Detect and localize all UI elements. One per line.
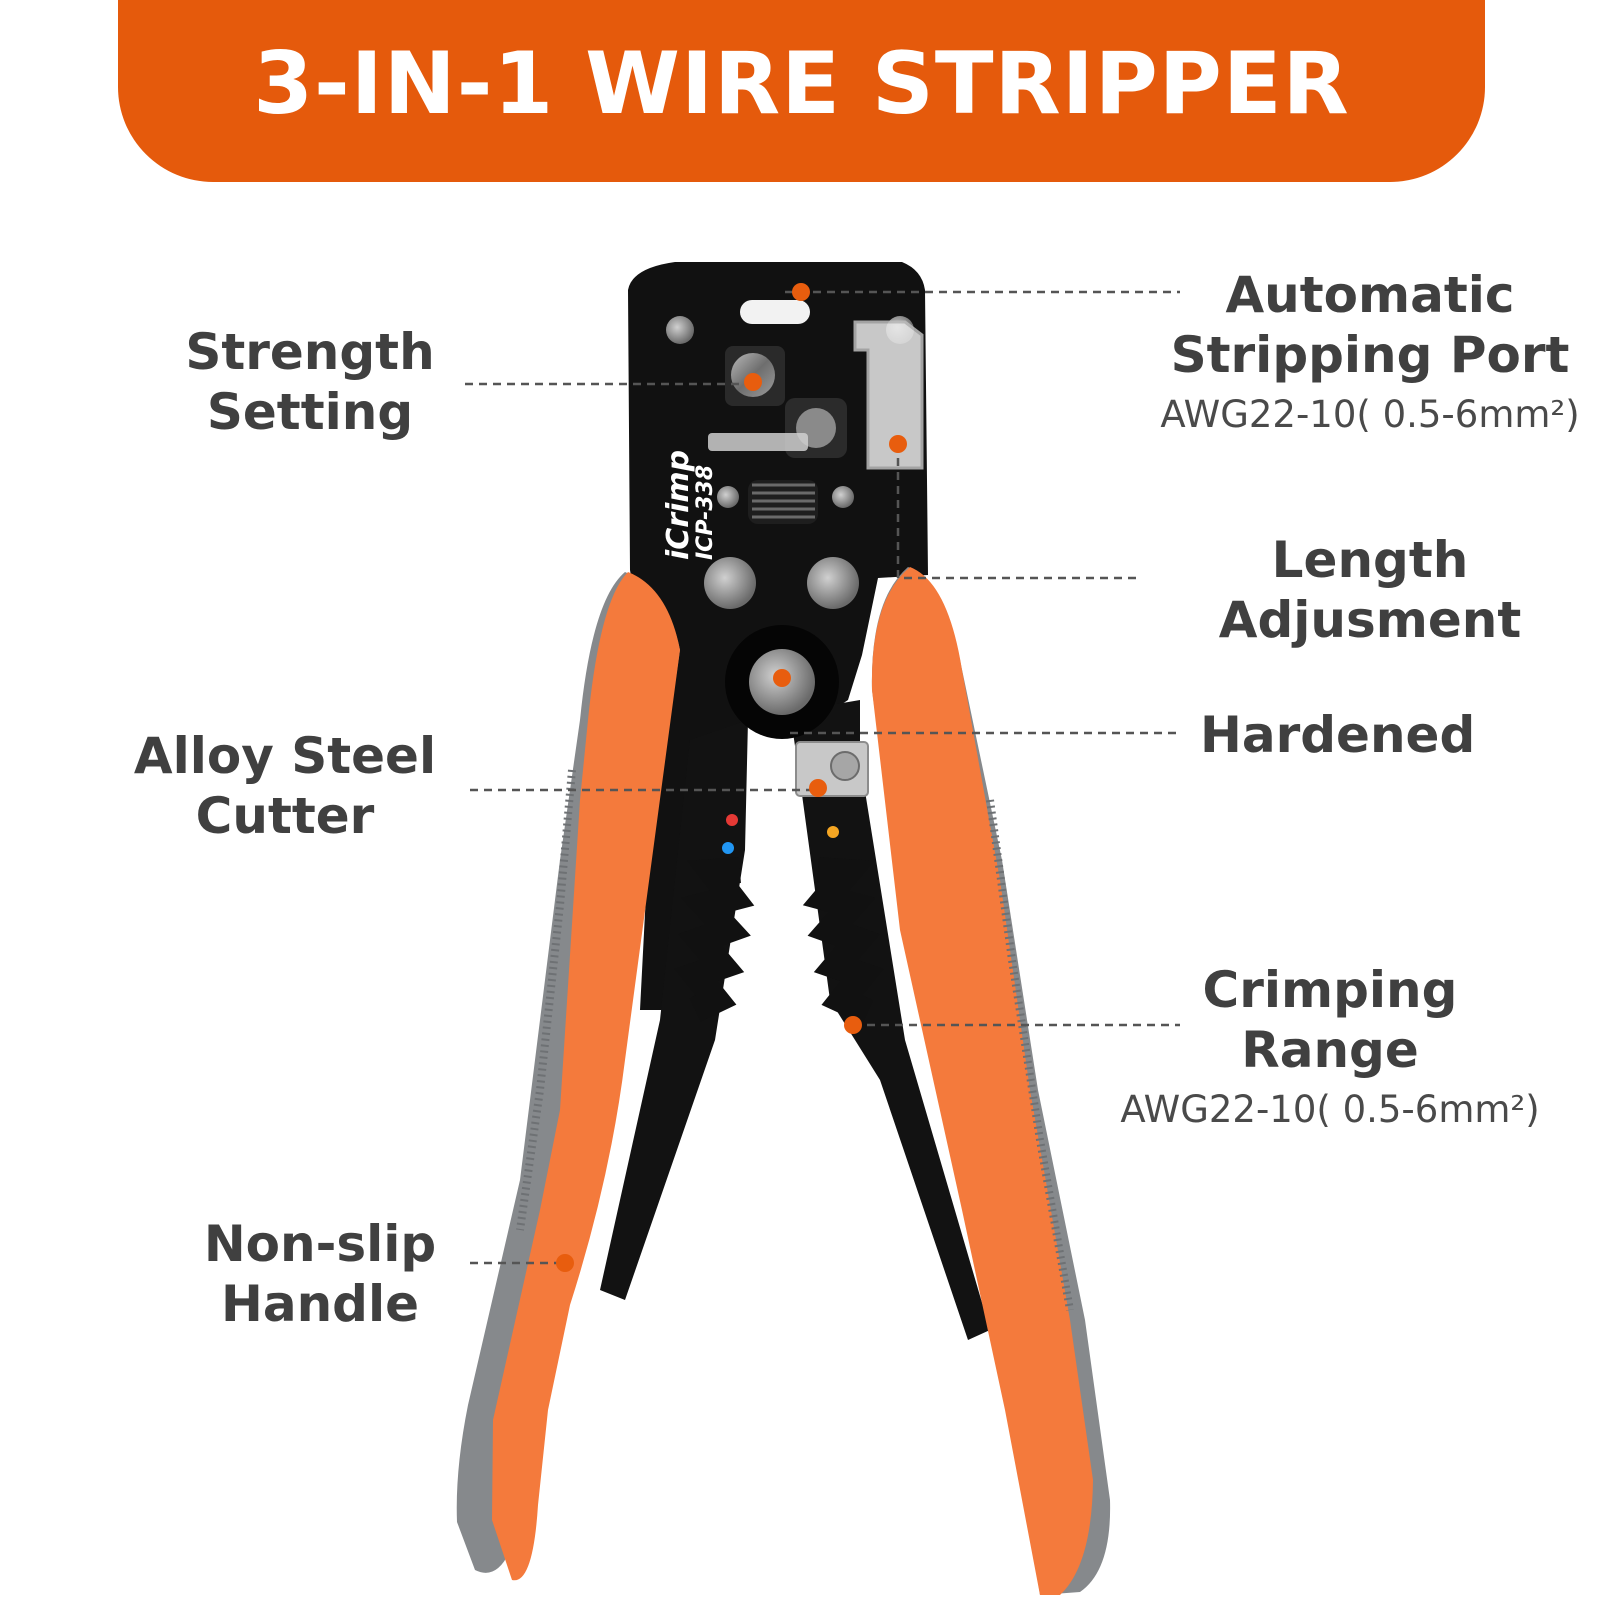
left-handle-grip-texture: [516, 769, 576, 1231]
right-handle-orange: [871, 567, 1093, 1595]
dot-crimping-range: [844, 1016, 862, 1034]
label-alloy-cutter-line1: Alloy Steel: [133, 727, 437, 785]
rivet-top-left: [666, 316, 694, 344]
label-length-adjustment-line1: Length: [1271, 531, 1469, 589]
label-length-adjustment: Length Adjusment: [1200, 530, 1540, 650]
left-handle-orange: [492, 572, 680, 1581]
label-crimping-range-line2: Range: [1241, 1021, 1419, 1079]
rivet-small-left: [717, 486, 739, 508]
gauge-mark-yellow: [827, 826, 839, 838]
label-strength-setting-line1: Strength: [185, 323, 435, 381]
stop-rail: [708, 433, 808, 451]
spring: [748, 480, 818, 524]
label-non-slip-handle: Non-slip Handle: [170, 1214, 470, 1334]
dot-length-adjustment: [889, 435, 907, 453]
dot-strength-setting: [744, 373, 762, 391]
label-strength-setting-line2: Setting: [206, 383, 414, 441]
leader-length-adjustment: [896, 444, 1137, 580]
label-auto-port-line2: Stripping Port: [1170, 326, 1570, 384]
title-banner: 3-IN-1 WIRE STRIPPER: [118, 0, 1485, 182]
dot-alloy-cutter: [809, 779, 827, 797]
label-auto-port: Automatic Stripping Port AWG22-10( 0.5-6…: [1150, 265, 1590, 441]
jaw-slot: [740, 300, 810, 324]
crimping-teeth-left: [674, 857, 755, 1022]
right-handle-grip-texture: [986, 799, 1074, 1311]
label-strength-setting: Strength Setting: [150, 322, 470, 442]
label-hardened-line1: Hardened: [1200, 706, 1476, 764]
gauge-mark-blue: [722, 842, 734, 854]
length-stop-guide: [853, 320, 924, 470]
label-crimping-range: Crimping Range AWG22-10( 0.5-6mm²): [1120, 960, 1540, 1136]
blade-screw: [830, 751, 860, 781]
model-text: ICP-338: [693, 465, 718, 560]
label-auto-port-spec: AWG22-10( 0.5-6mm²): [1160, 393, 1580, 436]
label-length-adjustment-line2: Adjusment: [1218, 591, 1522, 649]
label-auto-port-line1: Automatic: [1225, 266, 1515, 324]
label-crimping-range-line1: Crimping: [1202, 961, 1458, 1019]
label-crimping-range-spec: AWG22-10( 0.5-6mm²): [1120, 1088, 1540, 1131]
dot-non-slip-handle: [556, 1254, 574, 1272]
rivet-mid-right: [807, 557, 859, 609]
dot-pivot: [773, 669, 791, 687]
label-alloy-cutter: Alloy Steel Cutter: [115, 726, 455, 846]
banner-title: 3-IN-1 WIRE STRIPPER: [253, 34, 1350, 134]
label-non-slip-handle-line1: Non-slip: [203, 1215, 437, 1273]
rivet-small-right: [832, 486, 854, 508]
crimping-teeth-right: [802, 857, 884, 1024]
rivet-mid-left: [704, 557, 756, 609]
label-non-slip-handle-line2: Handle: [220, 1275, 420, 1333]
dot-auto-port: [792, 283, 810, 301]
brand-text: iCrimp: [661, 450, 696, 560]
gauge-mark-red: [726, 814, 738, 826]
label-hardened: Hardened: [1200, 705, 1480, 765]
label-alloy-cutter-line2: Cutter: [195, 787, 375, 845]
